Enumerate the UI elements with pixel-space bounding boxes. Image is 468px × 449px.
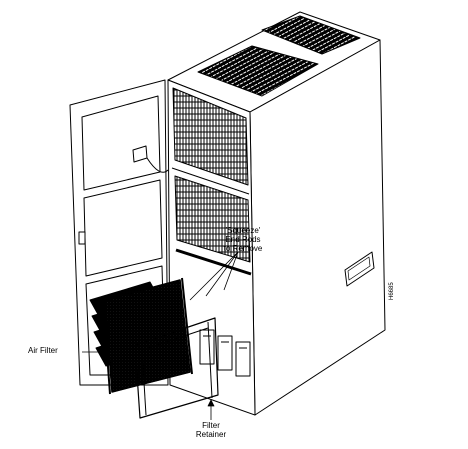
- retainer-callout-line1: Filter: [202, 421, 220, 430]
- card-cages: [171, 87, 252, 377]
- door-cable: [146, 157, 169, 173]
- air-filter-frame: [104, 279, 191, 393]
- figure-code: H6685: [389, 282, 395, 300]
- power-supply-2: [217, 335, 233, 371]
- upper-card-cage: [172, 87, 249, 186]
- filter-retainer: [134, 317, 219, 419]
- squeeze-callout-line3: to Remove: [223, 244, 263, 253]
- retainer-callout-line2: Retainer: [195, 430, 227, 439]
- filter-retainer-frame: [134, 317, 219, 419]
- top-vent-grill-front: [197, 45, 319, 97]
- squeeze-end-rods-callout: 'Squeeze' End Rods to Remove: [208, 226, 278, 253]
- air-filter-callout: Air Filter: [28, 346, 58, 355]
- leader-lines: [82, 251, 239, 420]
- top-vent-grill-rear: [261, 15, 361, 55]
- air-filter: [102, 277, 193, 395]
- filter-end-rod-right: [181, 277, 193, 375]
- squeeze-callout-line2: End Rods: [225, 235, 261, 244]
- door-middle-window: [83, 179, 163, 277]
- filter-retainer-callout: Filter Retainer: [186, 421, 236, 439]
- power-supply-3: [235, 341, 251, 377]
- lower-card-cage: [174, 175, 251, 263]
- power-supply-1: [199, 329, 215, 365]
- door-latch: [78, 231, 86, 245]
- squeeze-callout-line1: 'Squeeze': [225, 226, 261, 235]
- filter-end-rod-left: [102, 297, 111, 395]
- side-handle-recess-inner: [347, 256, 371, 281]
